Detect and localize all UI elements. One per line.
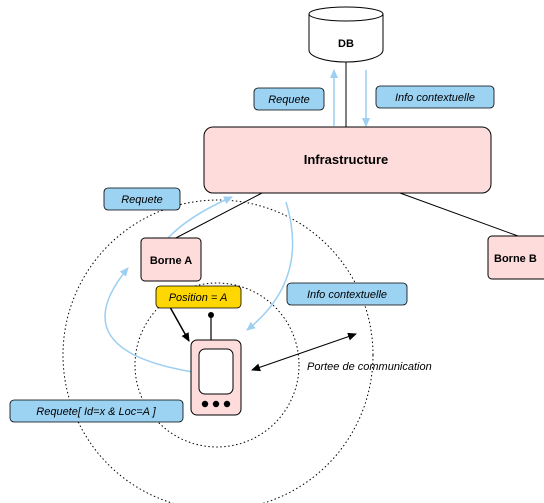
device-button-3 bbox=[223, 400, 231, 408]
requete-device-text: Requete[ Id=x & Loc=A ] bbox=[36, 406, 156, 418]
device-button-2 bbox=[212, 400, 220, 408]
requete-db-tag: Requete bbox=[253, 87, 325, 111]
borne-b-label: Borne B bbox=[494, 253, 537, 265]
device-button-1 bbox=[201, 400, 209, 408]
borne-a-label: Borne A bbox=[150, 255, 192, 267]
portee-text: Portee de communication bbox=[307, 361, 432, 373]
requete-infra-text: Requete bbox=[121, 194, 163, 206]
info-infra-text: Info contextuelle bbox=[307, 289, 387, 301]
requete-arrow-infra bbox=[167, 196, 233, 239]
portee-arrow bbox=[251, 332, 357, 372]
db-label: DB bbox=[338, 38, 354, 50]
requete-arrow-device bbox=[104, 267, 194, 373]
requete-db-text: Requete bbox=[268, 94, 310, 106]
mobile-device bbox=[190, 312, 242, 416]
info-db-text: Info contextuelle bbox=[395, 92, 475, 104]
requete-infra-tag: Requete bbox=[103, 187, 181, 211]
infrastructure-label: Infrastructure bbox=[304, 152, 389, 167]
position-text: Position = A bbox=[169, 292, 228, 304]
device-screen bbox=[198, 348, 234, 395]
borne-a-node: Borne A bbox=[140, 237, 202, 282]
info-infra-tag: Info contextuelle bbox=[286, 282, 408, 306]
requete-device-tag: Requete[ Id=x & Loc=A ] bbox=[9, 399, 184, 423]
link-infra-borne-a bbox=[171, 192, 263, 241]
position-tag: Position = A bbox=[155, 285, 242, 309]
range-circle-outer bbox=[62, 199, 374, 503]
antenna-dot bbox=[208, 312, 214, 318]
info-db-tag: Info contextuelle bbox=[375, 85, 495, 109]
info-arrow-infra bbox=[246, 201, 294, 331]
borne-b-node: Borne B bbox=[487, 235, 544, 280]
link-infra-borne-b bbox=[399, 192, 519, 237]
infrastructure-node: Infrastructure bbox=[203, 126, 492, 194]
db-node: DB bbox=[308, 6, 384, 63]
